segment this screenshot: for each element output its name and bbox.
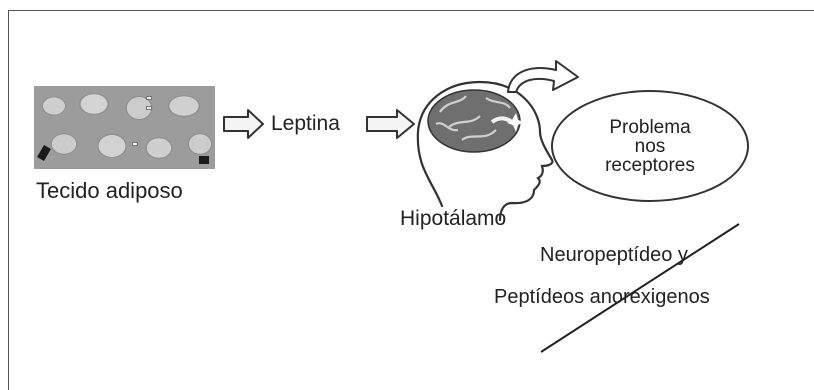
block-arrow-icon [224,110,263,138]
curved-arrow-icon [508,61,578,92]
head-brain-icon [418,82,553,220]
block-arrow-icon [367,110,414,138]
strike-line [541,224,739,352]
